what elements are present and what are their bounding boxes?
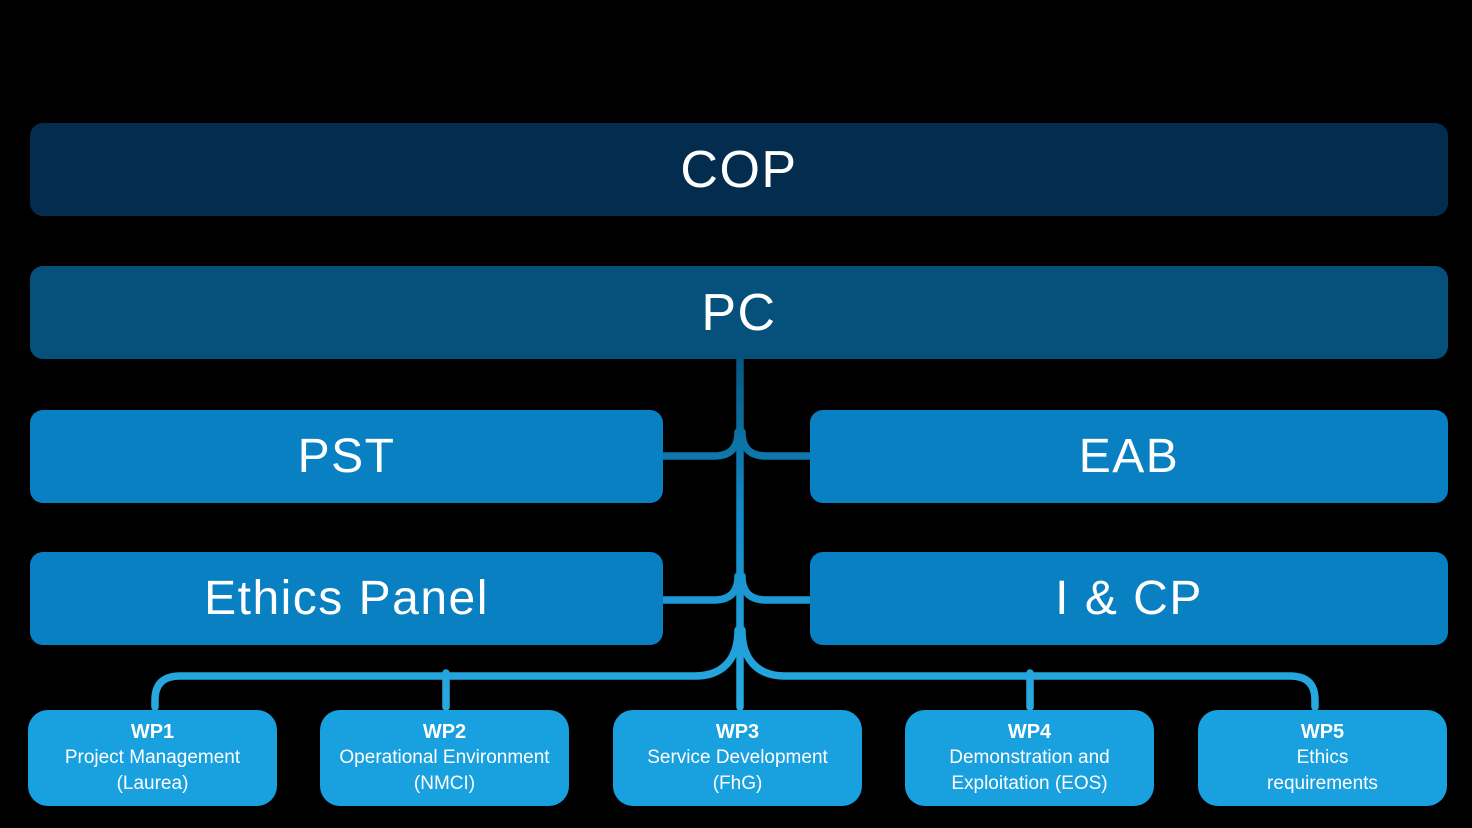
wp4-line1: Demonstration and xyxy=(949,747,1110,768)
connector-rail-right xyxy=(738,626,1319,711)
wp1-box: WP1 Project Management (Laurea) xyxy=(28,710,277,806)
pc-box: PC xyxy=(30,266,1448,359)
wp1-title: WP1 xyxy=(130,721,175,743)
pc-label: PC xyxy=(701,283,777,342)
cop-label: COP xyxy=(680,140,798,199)
wp5-title: WP5 xyxy=(1300,721,1345,743)
wp4-box: WP4 Demonstration and Exploitation (EOS) xyxy=(905,710,1154,806)
ethics-panel-box: Ethics Panel xyxy=(30,552,663,645)
wp3-title: WP3 xyxy=(715,721,760,743)
pst-box: PST xyxy=(30,410,663,503)
pst-label: PST xyxy=(297,429,396,483)
wp2-line2: (NMCI) xyxy=(413,773,476,794)
wp5-line1: Ethics xyxy=(1296,747,1349,768)
connector-rail-left xyxy=(151,626,742,711)
wp5-line2: requirements xyxy=(1267,773,1378,794)
connector-branch-ethics xyxy=(659,572,742,604)
wp2-box: WP2 Operational Environment (NMCI) xyxy=(320,710,569,806)
wp2-line1: Operational Environment xyxy=(339,747,550,768)
wp3-line1: Service Development xyxy=(647,747,828,768)
wp2-title: WP2 xyxy=(422,721,467,743)
eab-box: EAB xyxy=(810,410,1448,503)
wp4-line2: Exploitation (EOS) xyxy=(951,773,1108,794)
connector-branch-eab xyxy=(738,428,813,460)
icp-label: I & CP xyxy=(1055,571,1203,625)
icp-box: I & CP xyxy=(810,552,1448,645)
connector-branch-pst xyxy=(659,428,742,460)
wp4-title: WP4 xyxy=(1007,721,1052,743)
wp3-line2: (FhG) xyxy=(712,773,763,794)
wp5-box: WP5 Ethics requirements xyxy=(1198,710,1447,806)
ethics-panel-label: Ethics Panel xyxy=(204,571,489,625)
wp1-line1: Project Management xyxy=(64,747,241,768)
wp3-box: WP3 Service Development (FhG) xyxy=(613,710,862,806)
eab-label: EAB xyxy=(1078,429,1180,483)
wp1-line2: (Laurea) xyxy=(116,773,189,794)
connector-branch-icp xyxy=(738,572,813,604)
cop-box: COP xyxy=(30,123,1448,216)
